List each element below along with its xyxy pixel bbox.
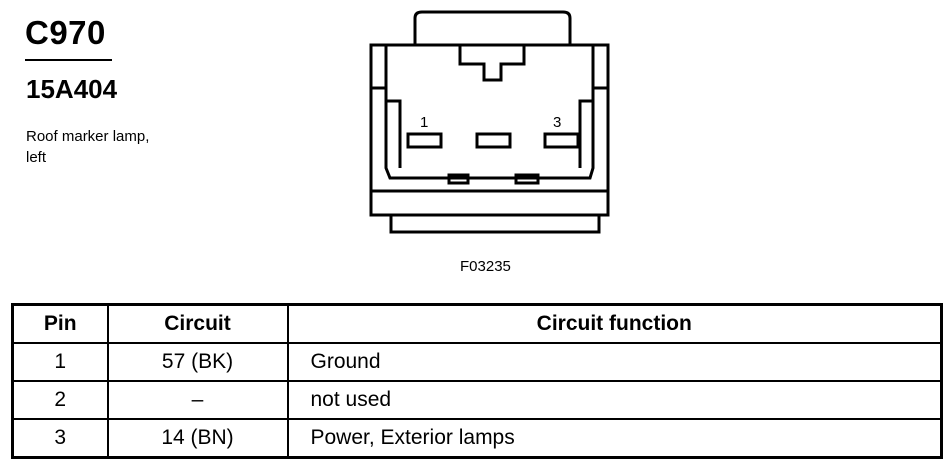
right-inner-step bbox=[578, 99, 593, 168]
pin-cell: 2 bbox=[11, 380, 109, 420]
function-cell: Power, Exterior lamps bbox=[286, 418, 943, 459]
right-side-notch bbox=[591, 43, 610, 90]
pin-3-terminal bbox=[543, 132, 580, 149]
pinout-table: Pin Circuit Circuit function 1 57 (BK) G… bbox=[11, 303, 943, 459]
pin-1-terminal bbox=[406, 132, 443, 149]
figure-code: F03235 bbox=[460, 258, 511, 275]
table-row: 1 57 (BK) Ground bbox=[11, 342, 943, 382]
left-inner-step bbox=[386, 99, 402, 168]
description-line: left bbox=[26, 149, 47, 166]
connector-base bbox=[389, 213, 601, 234]
pin-2-terminal bbox=[475, 132, 512, 149]
pin-1-label: 1 bbox=[420, 114, 428, 131]
header-circuit: Circuit bbox=[106, 303, 289, 344]
circuit-cell: – bbox=[106, 380, 289, 420]
table-header-row: Pin Circuit Circuit function bbox=[11, 303, 943, 344]
locking-slot bbox=[447, 173, 470, 185]
function-cell: not used bbox=[286, 380, 943, 420]
pin-3-label: 3 bbox=[553, 114, 561, 131]
locking-slot bbox=[514, 173, 540, 185]
table-row: 2 – not used bbox=[11, 380, 943, 420]
circuit-cell: 14 (BN) bbox=[106, 418, 289, 459]
function-cell: Ground bbox=[286, 342, 943, 382]
circuit-cell: 57 (BK) bbox=[106, 342, 289, 382]
table-row: 3 14 (BN) Power, Exterior lamps bbox=[11, 418, 943, 459]
header-pin: Pin bbox=[11, 303, 109, 344]
header-circuit-function: Circuit function bbox=[286, 303, 943, 344]
connector-id: C970 bbox=[25, 14, 106, 51]
connector-latch bbox=[413, 10, 572, 44]
connector-face-diagram: 1 3 bbox=[369, 10, 610, 234]
pin-cell: 1 bbox=[11, 342, 109, 382]
part-number: 15A404 bbox=[26, 74, 118, 104]
connector-description: Roof marker lamp, left bbox=[26, 126, 149, 168]
pin-cell: 3 bbox=[11, 418, 109, 459]
connector-id-underline bbox=[25, 59, 112, 61]
connector-keyway bbox=[458, 45, 526, 82]
left-side-notch bbox=[369, 43, 388, 90]
connector-cavity bbox=[384, 45, 595, 180]
description-line: Roof marker lamp, bbox=[26, 128, 150, 145]
